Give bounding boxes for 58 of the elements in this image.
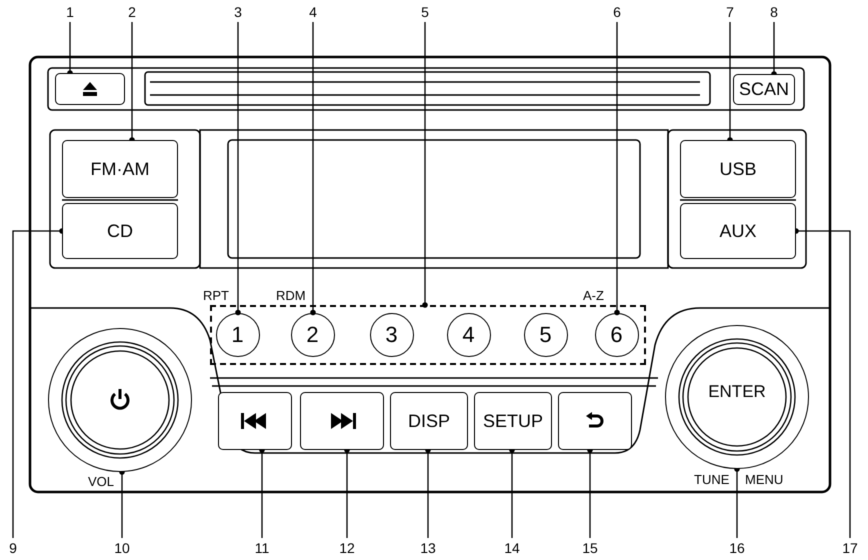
callout-number: 10 <box>111 538 133 558</box>
callout-number: 5 <box>417 2 433 22</box>
button: SCAN <box>733 74 795 105</box>
callout-number: 14 <box>501 538 523 558</box>
callout-number: 8 <box>766 2 782 22</box>
button: USB <box>680 140 796 198</box>
leader-line <box>235 22 241 316</box>
button-caption: VOL <box>88 474 114 489</box>
leader-line <box>344 447 350 538</box>
button <box>55 73 125 105</box>
callout-number: 15 <box>579 538 601 558</box>
button <box>558 392 632 450</box>
callout-number: 12 <box>336 538 358 558</box>
button: FM·AM <box>62 140 178 198</box>
callout-number: 16 <box>726 538 748 558</box>
button: CD <box>62 203 178 259</box>
callout-number: 11 <box>251 538 273 558</box>
leader-line <box>771 22 777 77</box>
leader-line <box>67 22 73 76</box>
preset-button: 6 <box>594 312 638 356</box>
leader-line <box>734 466 740 538</box>
callout-number: 7 <box>722 2 738 22</box>
preset-button: 4 <box>446 312 490 356</box>
button-caption: TUNE MENU <box>694 472 784 487</box>
callout-number: 9 <box>2 538 24 558</box>
knob: ENTER <box>665 325 809 469</box>
preset-button: 5 <box>524 312 568 356</box>
preset-button: 1 <box>216 312 260 356</box>
callout-number: 3 <box>230 2 246 22</box>
button-caption: A-Z <box>583 288 604 303</box>
leader-line <box>422 22 428 308</box>
leader-line <box>12 228 65 538</box>
leader-line <box>259 447 265 538</box>
leader-line <box>614 22 620 316</box>
callout-number: 17 <box>839 538 861 558</box>
leader-line <box>727 22 733 143</box>
preset-button: 3 <box>370 312 414 356</box>
callout-number: 6 <box>609 2 625 22</box>
button-caption: RPT <box>203 288 229 303</box>
callout-number: 1 <box>62 2 78 22</box>
button: SETUP <box>474 392 552 450</box>
callout-number: 4 <box>305 2 321 22</box>
preset-button-group <box>210 305 646 365</box>
leader-line <box>129 22 135 143</box>
leader-line <box>425 447 431 538</box>
callout-number: 13 <box>417 538 439 558</box>
leader-line <box>509 447 515 538</box>
leader-line <box>310 22 316 316</box>
leader-line <box>119 469 125 538</box>
callout-number: 2 <box>124 2 140 22</box>
button: AUX <box>680 203 796 259</box>
leader-line <box>793 228 851 538</box>
button-caption: RDM <box>276 288 306 303</box>
leader-line <box>587 447 593 538</box>
preset-button: 2 <box>290 312 334 356</box>
button <box>218 392 292 450</box>
button: DISP <box>390 392 468 450</box>
button <box>300 392 384 450</box>
